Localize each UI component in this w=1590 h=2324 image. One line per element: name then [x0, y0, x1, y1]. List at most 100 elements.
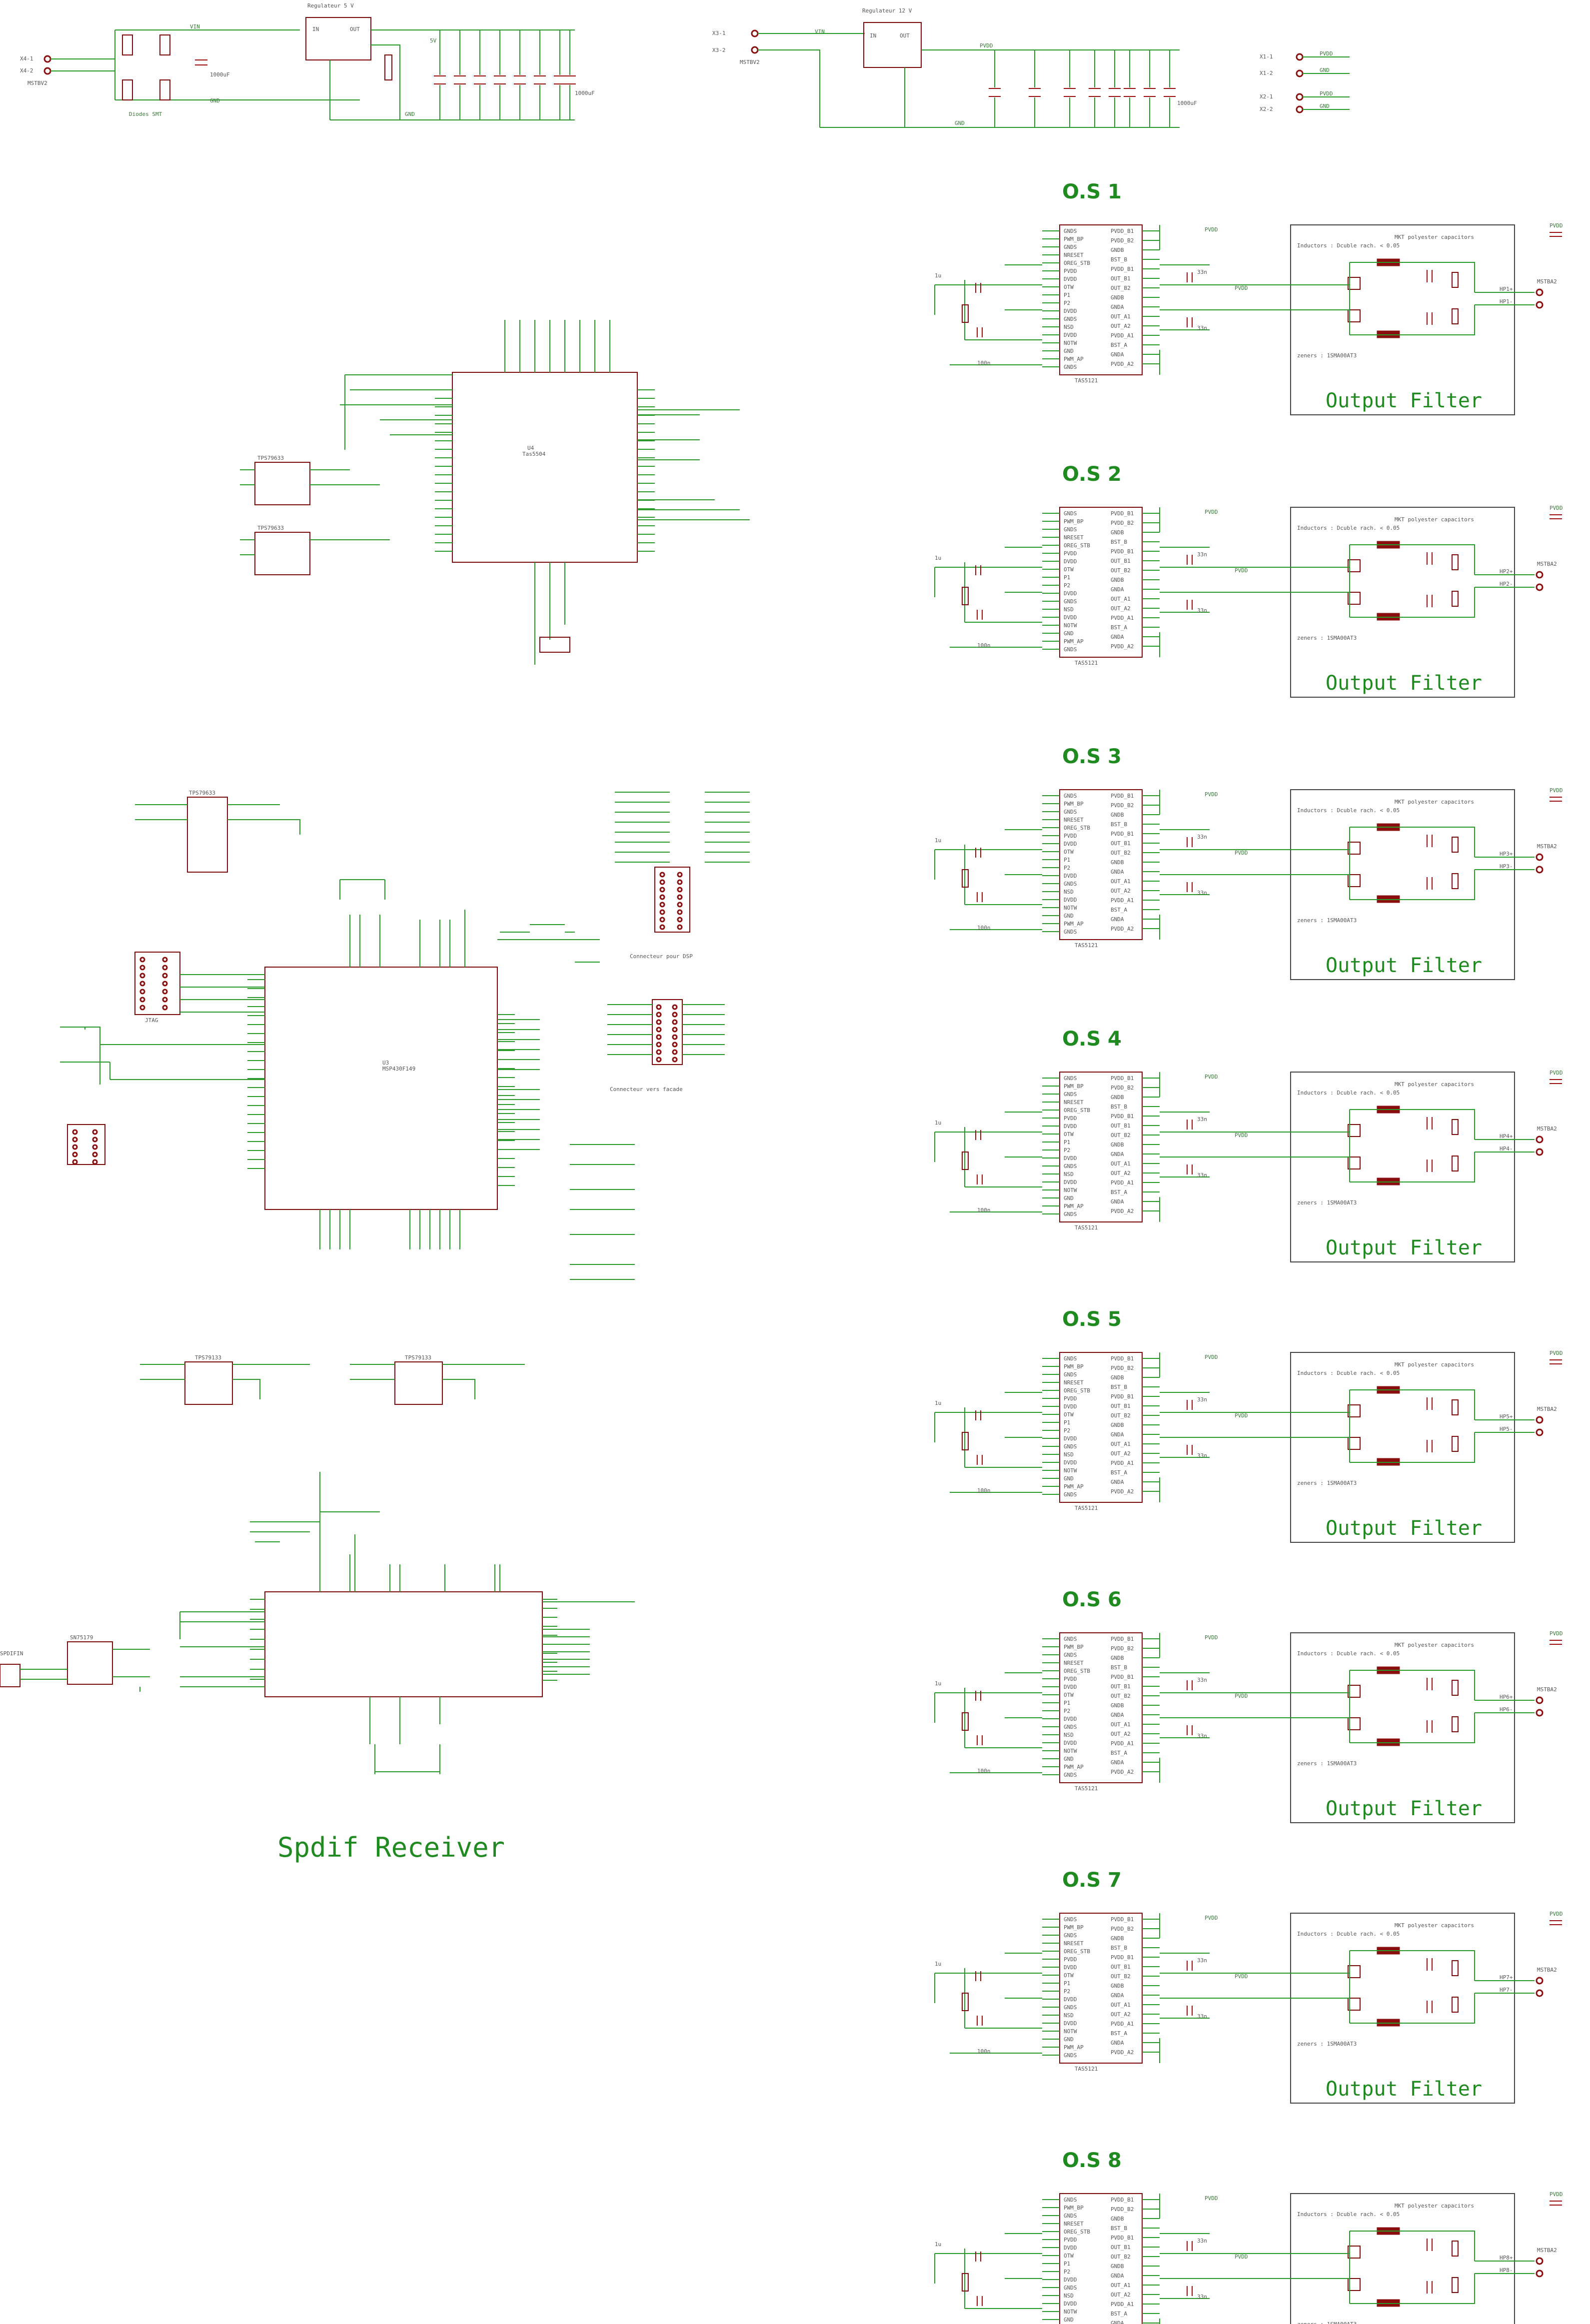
- amp-right-pin-label: PVDD_B2: [1111, 1645, 1134, 1652]
- terminal-x2-2[interactable]: [1296, 105, 1304, 113]
- terminal-x4-1[interactable]: [43, 55, 51, 63]
- amp-left-pin-label: PWM_BP: [1064, 1083, 1084, 1090]
- amp-left-pin-label: DVDD: [1064, 1740, 1077, 1746]
- stage-label: O.S 5: [1062, 1308, 1122, 1331]
- hp-terminal-2[interactable]: [1536, 2270, 1544, 2278]
- hp-terminal-2[interactable]: [1536, 583, 1544, 591]
- amp-left-pin-label: P1: [1064, 292, 1070, 298]
- amp-left-pin-label: NOTW: [1064, 2028, 1077, 2035]
- filter-caps: [1427, 1117, 1433, 1172]
- amp-left-pin-label: NSD: [1064, 1732, 1074, 1738]
- amp-right-pin-label: PVDD_A2: [1111, 1769, 1134, 1775]
- amp-right-pin-label: OUT_A1: [1111, 878, 1131, 885]
- amp-left-pin-label: NSD: [1064, 1451, 1074, 1458]
- x1-1-label: X1-1: [1260, 53, 1273, 60]
- hp-net-2: HP4-: [1500, 1146, 1513, 1152]
- filter-res-2: [1452, 1716, 1459, 1732]
- dsp-header-pin: [659, 894, 665, 900]
- amp-right-pin-label: GNDB: [1111, 577, 1124, 583]
- filter-res-2: [1452, 308, 1459, 324]
- amp-input-wires: [934, 264, 1042, 365]
- hp-terminal-1[interactable]: [1536, 1977, 1544, 1985]
- hp-terminal-1[interactable]: [1536, 1696, 1544, 1704]
- amp-left-pin-label: OREG_STB: [1064, 1387, 1090, 1394]
- amp-right-pin-label: BST_B: [1111, 1104, 1127, 1110]
- amp-left-pin-label: NSD: [1064, 2293, 1074, 2299]
- terminal-x1-1[interactable]: [1296, 53, 1304, 61]
- amp-right-pin-label: GNDB: [1111, 2216, 1124, 2222]
- amp-input-wires: [934, 2233, 1042, 2309]
- amp-right-pin-label: BST_B: [1111, 821, 1127, 828]
- jtag-pin: [139, 1005, 145, 1011]
- amp-right-pin-label: OUT_B2: [1111, 1973, 1131, 1980]
- amp-cap-33n-2: 33n: [1197, 1172, 1207, 1178]
- amp-left-pin-label: PWM_BP: [1064, 801, 1084, 807]
- hp-terminal-2[interactable]: [1536, 1989, 1544, 1997]
- hp-terminal-1[interactable]: [1536, 288, 1544, 296]
- spdif-input-jack[interactable]: [0, 1664, 20, 1687]
- filter-res-1: [1452, 837, 1459, 853]
- hp-terminal-2[interactable]: [1536, 866, 1544, 874]
- cap-12v-plate: [1064, 88, 1076, 97]
- hp-terminal-1[interactable]: [1536, 2257, 1544, 2265]
- amp-left-pin-label: PWM_BP: [1064, 518, 1084, 525]
- cap-5v-plate: [534, 75, 546, 84]
- zener-bottom: [1348, 592, 1361, 605]
- hp-terminal-2[interactable]: [1536, 1428, 1544, 1436]
- hp-net-2: HP8-: [1500, 2267, 1513, 2274]
- hp-terminal-2[interactable]: [1536, 301, 1544, 309]
- amp-cap-1u: 1u: [935, 555, 941, 561]
- spdif-reg-label-2: TPS79133: [405, 1354, 431, 1361]
- amp-input-caps: [975, 1691, 983, 1745]
- amp-left-pin-label: DVDD: [1064, 614, 1077, 621]
- amp-right-pin-label: PVDD_B1: [1111, 548, 1134, 555]
- amp-input-caps: [975, 1410, 983, 1465]
- hp-terminal-2[interactable]: [1536, 1709, 1544, 1717]
- amp-left-pin-label: NRESET: [1064, 1379, 1084, 1386]
- front-header-pin: [656, 1042, 662, 1048]
- amp-output-wires: [1159, 507, 1250, 657]
- amp-right-pin-label: PVDD_A2: [1111, 2049, 1134, 2056]
- amp-left-pin-label: DVDD: [1064, 1403, 1077, 1410]
- filter-caps: [1427, 1678, 1433, 1733]
- amp-right-pin-label: BST_A: [1111, 907, 1127, 913]
- output-filter-box: [1290, 507, 1515, 698]
- amp-left-pin-label: GNDS: [1064, 1355, 1077, 1362]
- terminal-x3-2[interactable]: [751, 46, 759, 54]
- terminal-x3-1[interactable]: [751, 29, 759, 37]
- amp-output-wires: [1159, 790, 1250, 940]
- hp-terminal-1[interactable]: [1536, 1136, 1544, 1144]
- output-filter-box: [1290, 1072, 1515, 1262]
- amp-left-pin-label: DVDD: [1064, 2245, 1077, 2251]
- zener-bottom: [1348, 1437, 1361, 1450]
- reg5-out-label: OUT: [350, 26, 360, 32]
- amp-left-pin-label: DVDD: [1064, 873, 1077, 879]
- filter-wires: [1250, 1389, 1535, 1463]
- amp-left-pin-label: NRESET: [1064, 1099, 1084, 1106]
- amp-left-pin-label: P1: [1064, 2261, 1070, 2267]
- amp-cap-33n-1: 33n: [1197, 834, 1207, 840]
- amp-left-pin-label: GND: [1064, 2036, 1074, 2043]
- amp-right-pin-label: OUT_B2: [1111, 1132, 1131, 1139]
- hp-terminal-1[interactable]: [1536, 853, 1544, 861]
- amp-left-pin-label: PWM_AP: [1064, 2044, 1084, 2051]
- amp-right-pin-label: BST_B: [1111, 1945, 1127, 1951]
- terminal-x1-2[interactable]: [1296, 69, 1304, 77]
- hp-terminal-1[interactable]: [1536, 1416, 1544, 1424]
- amp-right-pin-label: PVDD_B2: [1111, 802, 1134, 809]
- amp-input-res: [962, 587, 969, 605]
- amp-left-pin-label: P2: [1064, 1988, 1070, 1995]
- terminal-x4-2[interactable]: [43, 67, 51, 75]
- amp-input-caps: [975, 2252, 983, 2306]
- hp-terminal-2[interactable]: [1536, 1148, 1544, 1156]
- hp-terminal-1[interactable]: [1536, 571, 1544, 579]
- amp-left-pin-label: DVDD: [1064, 897, 1077, 903]
- terminal-x2-1[interactable]: [1296, 93, 1304, 101]
- zener-bottom: [1348, 1157, 1361, 1169]
- diode-d3: [122, 79, 133, 100]
- pvdd-net-top: PVDD: [1550, 505, 1563, 511]
- amp-right-pin-label: PVDD_B2: [1111, 1085, 1134, 1091]
- amp-output-wires: [1159, 1633, 1250, 1783]
- output-filter-label: Output Filter: [1326, 672, 1482, 695]
- amp-input-caps: [975, 565, 983, 620]
